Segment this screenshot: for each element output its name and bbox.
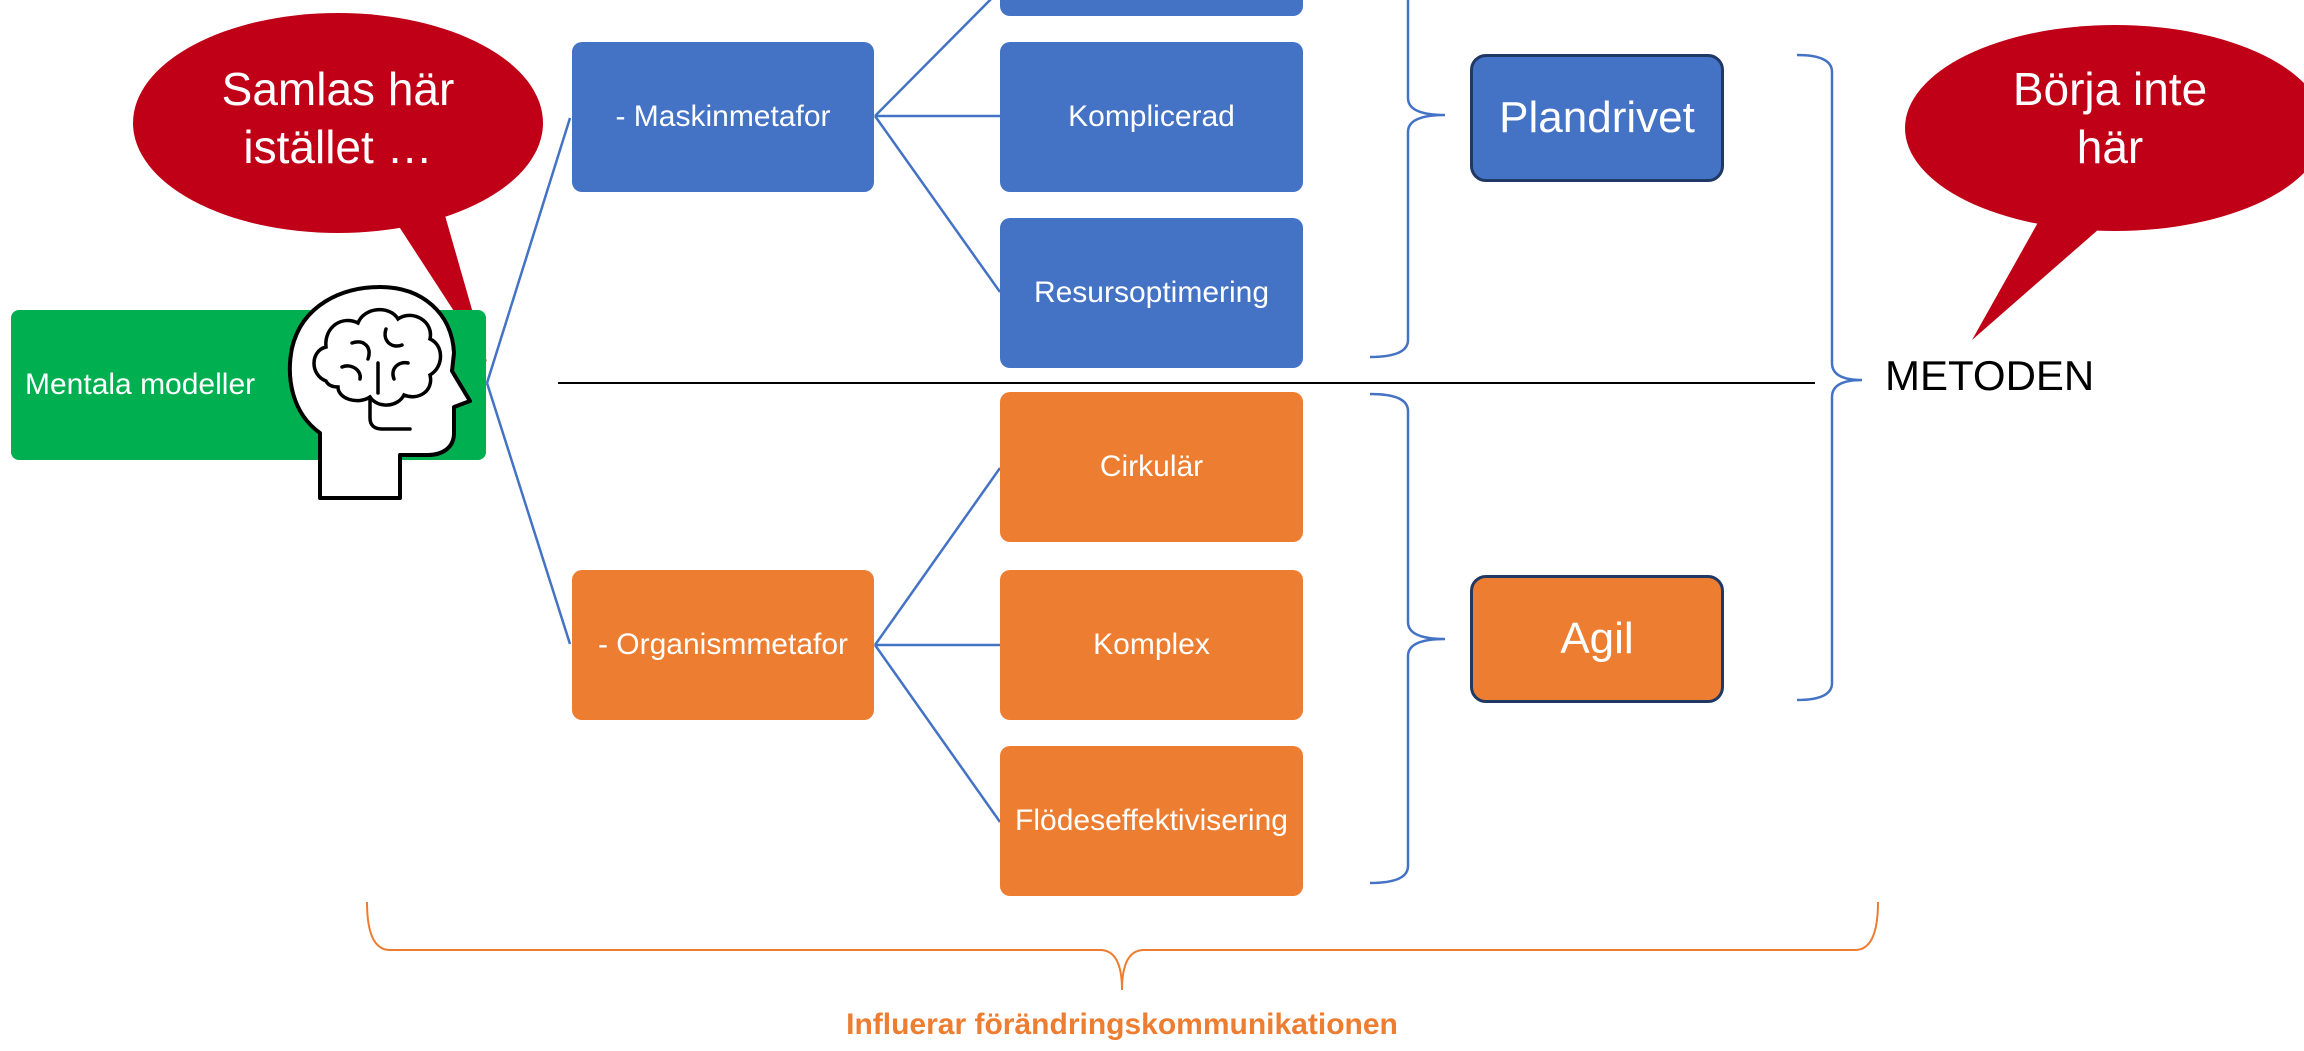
machine-metaphor-label: - Maskinmetafor (615, 100, 831, 133)
brace-agile (1369, 392, 1446, 885)
root-connectors (485, 117, 572, 645)
result-agile-label: Agil (1560, 614, 1634, 663)
callout-bubble-right (1905, 25, 2304, 340)
brace-communication (366, 901, 1879, 991)
organism-connectors (873, 467, 1002, 823)
orange-item-complex: Komplex (1000, 570, 1303, 720)
machine-connectors (873, 0, 1002, 293)
brace-planned (1369, 0, 1446, 359)
callout-left-text: Samlas här istället … (188, 60, 488, 176)
blue-item-complicated: Komplicerad (1000, 42, 1303, 192)
callout-right-text: Börja inte här (1960, 60, 2260, 176)
orange-item-label: Komplex (1093, 628, 1210, 661)
orange-item-circular: Cirkulär (1000, 392, 1303, 542)
footer-communication-label: Influerar förändringskommunikationen (846, 1008, 1398, 1041)
blue-item-top (1000, 0, 1303, 16)
organism-metaphor-node: - Organismmetafor (572, 570, 874, 720)
callout-right-line2: här (2076, 121, 2144, 173)
blue-item-label: Resursoptimering (1033, 276, 1270, 309)
orange-item-flow-efficiency: Flödeseffektivisering (1000, 746, 1303, 896)
result-planned: Plandrivet (1470, 54, 1724, 182)
organism-metaphor-label: - Organismmetafor (597, 628, 849, 661)
brain-head-icon (287, 285, 472, 500)
root-node-label: Mentala modeller (25, 368, 256, 401)
machine-metaphor-node: - Maskinmetafor (572, 42, 874, 192)
brace-method (1796, 53, 1863, 702)
callout-right-line1: Börja inte (2012, 63, 2208, 115)
orange-item-label: Flödeseffektivisering (1015, 804, 1288, 837)
blue-item-resource-optimization: Resursoptimering (1000, 218, 1303, 368)
callout-left-line2: istället … (243, 121, 433, 173)
orange-item-label: Cirkulär (1099, 450, 1204, 483)
result-planned-label: Plandrivet (1499, 93, 1695, 142)
callout-left-line1: Samlas här (221, 63, 455, 115)
result-agile: Agil (1470, 575, 1724, 703)
blue-item-label: Komplicerad (1068, 100, 1235, 133)
method-label: METODEN (1885, 352, 2095, 399)
